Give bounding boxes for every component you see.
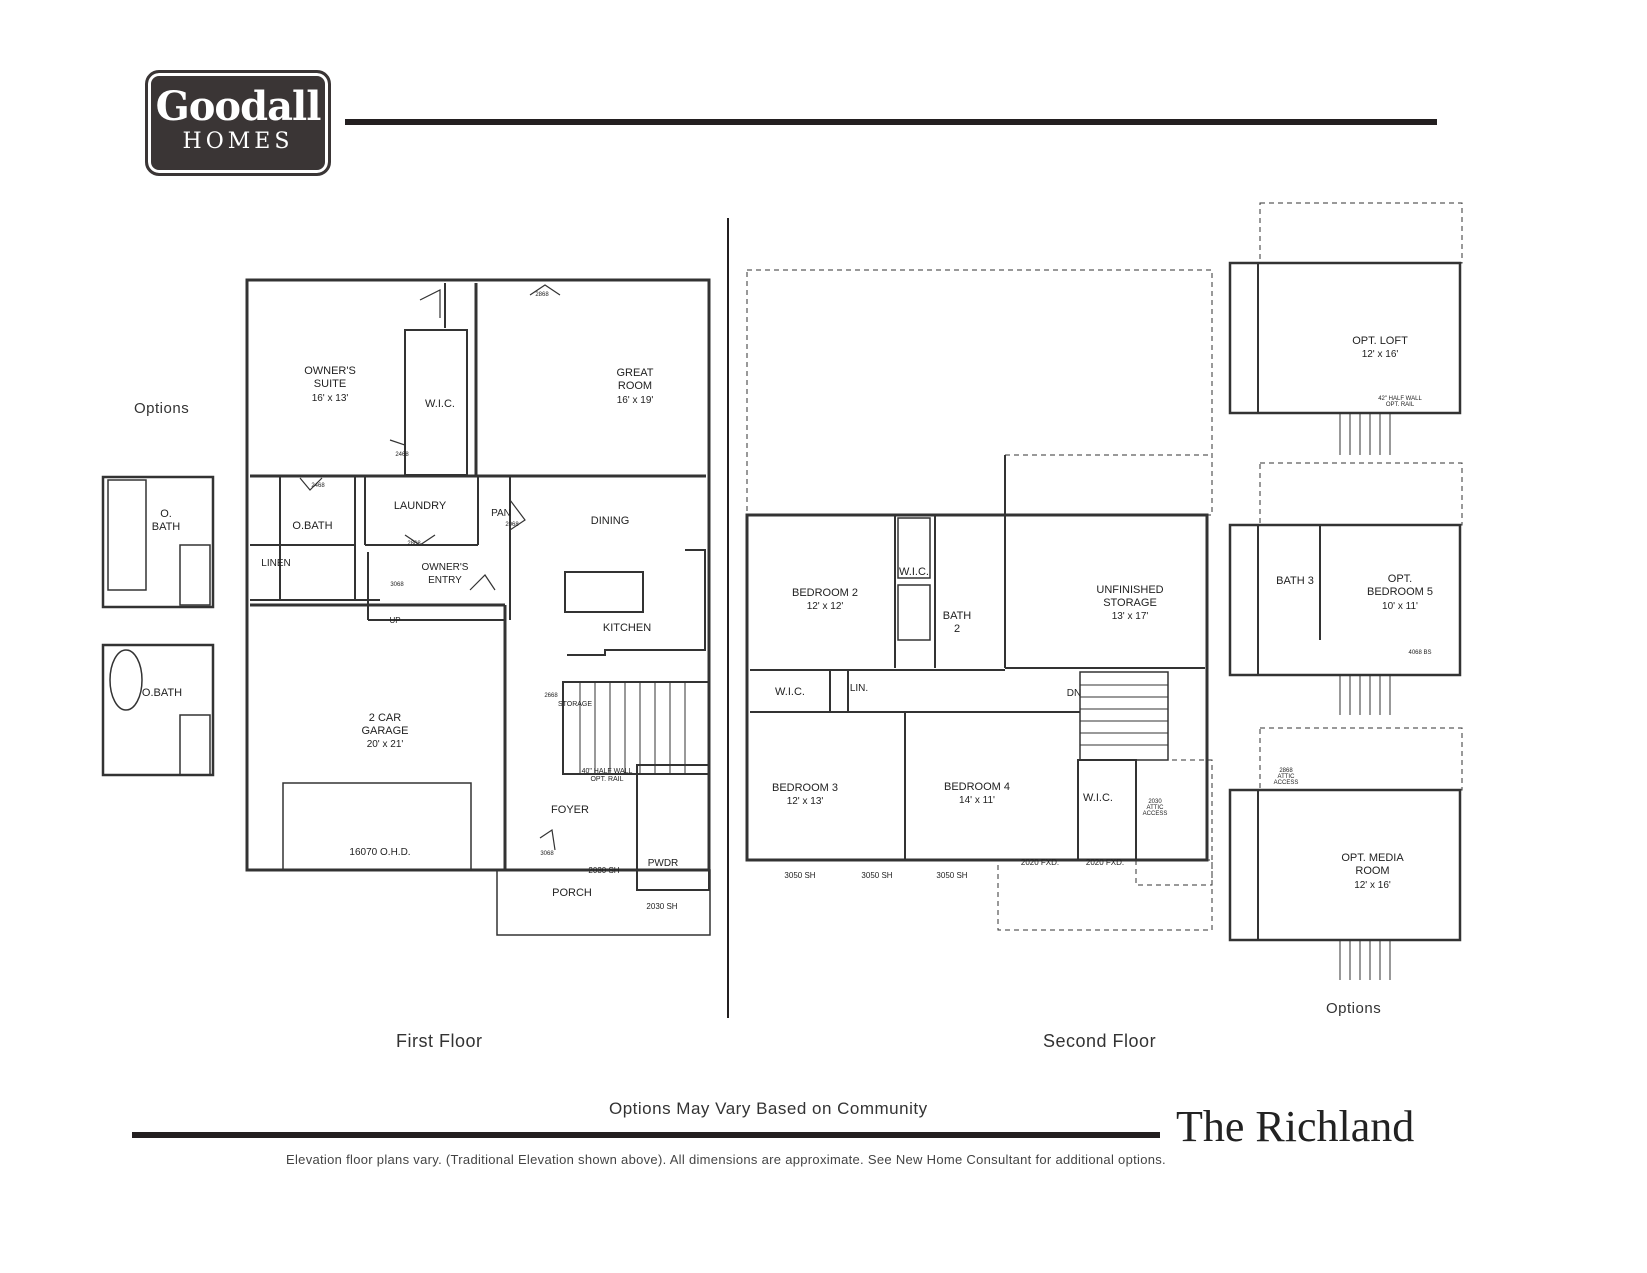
bedroom4-wic-label: W.I.C. <box>1083 792 1113 804</box>
second-floor-outline <box>745 513 1209 862</box>
bedroom2-size: 12' x 12' <box>806 601 844 612</box>
floor-divider <box>727 218 729 1018</box>
great-room-label: GREAT ROOM <box>616 367 654 392</box>
window-3050-2: 3050 SH <box>861 871 893 880</box>
window-3050-1: 3050 SH <box>784 871 816 880</box>
unfinished-storage-size: 13' x 17' <box>1111 611 1149 622</box>
window-label-1: 2030 SH <box>588 866 620 875</box>
options-left-caption: Options <box>134 400 190 417</box>
opt-bath3-label: BATH 3 <box>1276 575 1314 587</box>
bedroom2-label: BEDROOM 2 <box>791 587 858 599</box>
door-label-7: 2068 <box>505 522 519 528</box>
bedroom4-label: BEDROOM 4 <box>943 781 1010 793</box>
first-floor-outline <box>245 278 711 872</box>
options-vary-note: Options May Vary Based on Community <box>609 1099 928 1118</box>
stairs-down-label: DN <box>1066 688 1082 699</box>
opt-bedroom5-label: OPT. BEDROOM 5 <box>1366 573 1433 598</box>
linen-label: LINEN <box>261 558 291 569</box>
opt-attic-access: 2868 ATTIC ACCESS <box>1273 768 1299 786</box>
storage-label: STORAGE <box>557 701 593 708</box>
hall-wic-label: W.I.C. <box>775 686 805 698</box>
second-floor-caption: Second Floor <box>1043 1031 1157 1051</box>
powder-label: PWDR <box>647 858 679 869</box>
brand-line2: HOMES <box>182 129 294 154</box>
plan-name: The Richland <box>1176 1102 1415 1151</box>
owners-entry-label: OWNER'S ENTRY <box>421 562 469 586</box>
door-label-1: 2468 <box>395 452 409 458</box>
opt-loft-size: 12' x 16' <box>1361 349 1399 360</box>
first-floor-caption: First Floor <box>396 1031 483 1051</box>
opt-loft-rail: 42" HALF WALL OPT. RAIL <box>1378 396 1422 408</box>
option-obath-2-label: O.BATH <box>141 687 183 699</box>
door-label-5: 2468 <box>311 483 325 489</box>
opt-loft-label: OPT. LOFT <box>1352 335 1408 347</box>
attic-access-label: 2030 ATTIC ACCESS <box>1142 799 1168 817</box>
door-label-3: 3068 <box>390 582 404 588</box>
footer-rule <box>132 1132 1160 1138</box>
door-label-6: 2868 <box>407 541 421 547</box>
kitchen-label: KITCHEN <box>602 622 652 634</box>
options-right-caption: Options <box>1326 1000 1382 1017</box>
opt-media-room-label: OPT. MEDIA ROOM <box>1341 852 1404 877</box>
header-rule <box>345 119 1437 125</box>
window-label-2: 2030 SH <box>646 902 678 911</box>
pantry-label: PAN <box>491 508 511 519</box>
garage-size: 20' x 21' <box>366 739 404 750</box>
goodall-homes-logo: Goodall HOMES <box>145 70 331 176</box>
dining-label: DINING <box>590 515 630 527</box>
bath2-label: BATH 2 <box>942 610 972 635</box>
option-obath-1-label: O. BATH <box>151 508 181 533</box>
half-wall-label: 40" HALF WALL OPT. RAIL <box>581 768 633 783</box>
door-label-8: 3068 <box>540 851 554 857</box>
porch-label: PORCH <box>552 887 592 899</box>
foyer-label: FOYER <box>551 804 589 816</box>
window-3050-3: 3050 SH <box>936 871 968 880</box>
garage-door-label: 16070 O.H.D. <box>349 847 411 858</box>
laundry-label: LAUNDRY <box>393 500 447 512</box>
garage-label: 2 CAR GARAGE <box>361 712 409 737</box>
bedroom3-size: 12' x 13' <box>786 796 824 807</box>
bedroom2-wic-label: W.I.C. <box>899 566 929 578</box>
owners-suite-label: OWNER'S SUITE <box>304 365 356 390</box>
window-2020-2: 2020 FXD. <box>1085 858 1125 867</box>
wic-label: W.I.C. <box>425 398 455 410</box>
obath-label: O.BATH <box>292 520 333 532</box>
up-label: UP <box>389 616 401 625</box>
opt-media-room-size: 12' x 16' <box>1354 880 1391 891</box>
great-room-size: 16' x 19' <box>616 395 654 406</box>
opt-bedroom5-size: 10' x 11' <box>1382 601 1418 612</box>
opt-bedroom5-closet: 4068 BS <box>1408 650 1432 656</box>
owners-suite-size: 16' x 13' <box>311 393 349 404</box>
bedroom4-size: 14' x 11' <box>959 795 995 806</box>
unfinished-storage-label: UNFINISHED STORAGE <box>1096 584 1164 609</box>
brand-line1: Goodall <box>155 83 322 130</box>
footer-disclaimer: Elevation floor plans vary. (Traditional… <box>286 1152 1166 1167</box>
door-label-4: 2668 <box>544 693 558 699</box>
window-2020-1: 2020 FXD. <box>1020 858 1060 867</box>
bedroom3-label: BEDROOM 3 <box>771 782 838 794</box>
linen-closet-label: LIN. <box>849 683 869 694</box>
door-label-2: 2868 <box>535 292 549 298</box>
